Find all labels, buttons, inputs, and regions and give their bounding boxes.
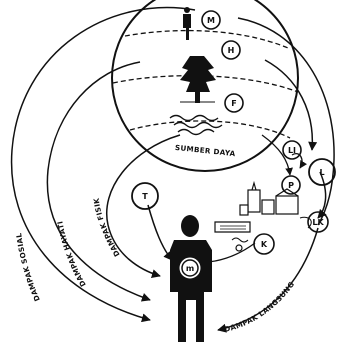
symbol-m-human: m [180,258,200,278]
svg-text:K: K [261,240,268,249]
langsung-arrow-line [218,228,318,330]
svg-text:H: H [228,46,235,55]
divider-top [125,31,288,48]
human-figure-icon [170,215,212,342]
label-dampak-sosial: DAMPAK SOSIAL [14,232,42,303]
svg-text:LI: LI [288,146,296,155]
t-to-human-arrow [148,205,172,260]
person-icon [183,7,191,40]
symbol-k: K [254,234,274,254]
symbol-li: LI [283,141,301,159]
svg-text:M: M [207,16,215,25]
label-dampak-langsung: DAMPAK LANGSUNG [223,280,296,334]
svg-text:LK: LK [312,218,324,227]
symbol-l: L [309,159,335,185]
to-p-arrow [262,135,290,175]
middle-arc-right [265,60,312,150]
label-sumber-daya: SUMBER DAYA [175,143,237,158]
water-icon [170,116,222,135]
svg-text:P: P [288,181,294,190]
symbol-t: T [132,183,158,209]
symbol-f: F [225,94,243,112]
svg-text:m: m [186,264,194,273]
k-to-human-arrow [205,243,255,262]
svg-text:F: F [231,99,236,108]
symbol-h: H [222,41,240,59]
svg-text:T: T [142,192,148,201]
symbol-m-top: M [202,11,220,29]
tree-icon [180,56,216,103]
label-dampak-hayati: DAMPAK HAYATI [55,220,87,288]
li-to-p-arrow [292,154,302,168]
svg-text:L: L [319,168,324,177]
